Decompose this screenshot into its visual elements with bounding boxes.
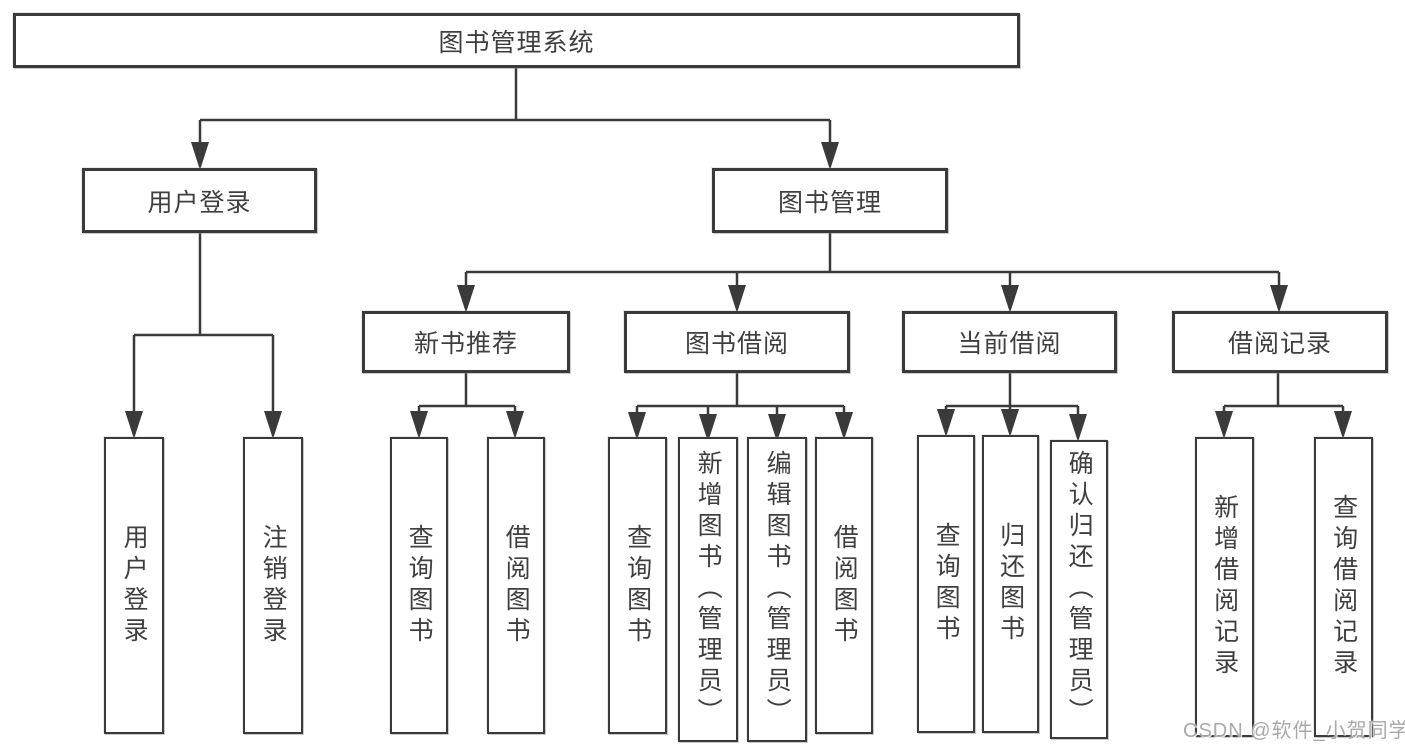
- node-label: 图书管理: [777, 188, 882, 217]
- leaf-query-borrow-record: 查询借阅记录: [1314, 437, 1373, 737]
- leaf-query-books: 查询图书: [608, 437, 667, 734]
- node-label: 借阅记录: [1227, 330, 1332, 358]
- csdn-watermark: CSDN @软件_小贺同学: [1183, 720, 1405, 742]
- leaf-logout: 注销登录: [243, 437, 303, 734]
- node-label: 图书管理系统: [438, 28, 595, 57]
- leaf-label: 查询图书: [405, 523, 434, 648]
- leaf-label: 新增借阅记录: [1210, 494, 1239, 680]
- node-label: 图书借阅: [684, 330, 789, 358]
- leaf-query-books: 查询图书: [917, 435, 975, 733]
- leaf-label: 查询图书: [932, 522, 961, 646]
- leaf-label: 确认归还（管理员）: [1065, 450, 1094, 729]
- leaf-confirm-return-admin: 确认归还（管理员）: [1050, 440, 1108, 739]
- leaf-edit-books-admin: 编辑图书（管理员）: [747, 437, 807, 742]
- arrowheads: [125, 142, 1352, 442]
- leaf-borrow-books: 借阅图书: [487, 437, 545, 734]
- node-library-system: 图书管理系统: [13, 13, 1020, 68]
- node-current-borrowing: 当前借阅: [902, 311, 1117, 373]
- node-new-book-recommend: 新书推荐: [362, 311, 570, 373]
- leaf-label: 查询图书: [623, 523, 652, 648]
- leaf-label: 编辑图书（管理员）: [763, 450, 792, 729]
- node-book-management: 图书管理: [712, 168, 948, 233]
- node-book-borrowing: 图书借阅: [624, 311, 850, 373]
- node-label: 当前借阅: [957, 330, 1062, 358]
- leaf-return-books: 归还图书: [982, 435, 1039, 733]
- node-label: 新书推荐: [413, 330, 518, 358]
- leaf-label: 新增图书（管理员）: [694, 450, 723, 729]
- leaf-add-books-admin: 新增图书（管理员）: [678, 437, 738, 742]
- leaf-label: 借阅图书: [830, 523, 859, 648]
- leaf-add-borrow-record: 新增借阅记录: [1195, 437, 1254, 737]
- leaf-query-books: 查询图书: [390, 437, 448, 734]
- leaf-label: 归还图书: [996, 522, 1025, 646]
- leaf-label: 注销登录: [259, 523, 288, 648]
- leaf-borrow-books: 借阅图书: [815, 437, 873, 734]
- leaf-label: 查询借阅记录: [1329, 494, 1358, 680]
- leaf-label: 用户登录: [120, 523, 149, 648]
- leaf-user-login: 用户登录: [104, 437, 164, 734]
- leaf-label: 借阅图书: [502, 523, 531, 648]
- node-borrow-records: 借阅记录: [1172, 311, 1388, 373]
- node-user-login: 用户登录: [82, 168, 317, 233]
- node-label: 用户登录: [147, 188, 252, 217]
